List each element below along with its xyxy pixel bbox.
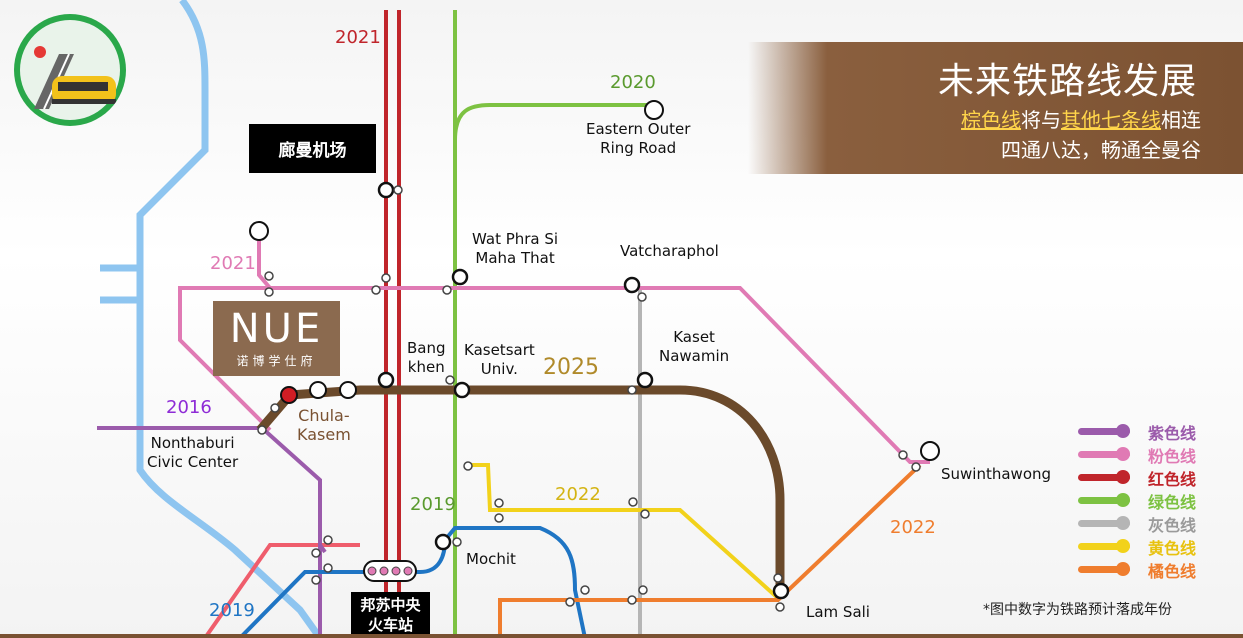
legend-item: 灰色线 (1078, 512, 1218, 535)
pink-line (257, 231, 930, 464)
future-rail-banner: 未来铁路线发展 棕色线将与其他七条线相连 四通八达，畅通全曼谷 (748, 42, 1243, 174)
train-logo-icon (14, 14, 126, 126)
legend-label: 红色线 (1148, 469, 1197, 489)
station-eastern-outer-ring-road: Eastern Outer Ring Road (586, 120, 691, 157)
station-suwinthawong: Suwinthawong (941, 465, 1052, 483)
interchange-markers (377, 181, 790, 600)
legend-label: 黄色线 (1148, 538, 1197, 558)
purple-stub (318, 543, 327, 554)
station-terminal (644, 100, 664, 120)
legend-label: 粉色线 (1148, 446, 1197, 466)
central-station-hub (363, 560, 417, 582)
legend-swatch (1078, 493, 1130, 507)
year-red-line: 2021 (335, 27, 381, 48)
banner-title: 未来铁路线发展 (937, 61, 1197, 102)
legend-item: 粉色线 (1078, 443, 1218, 466)
legend-label: 灰色线 (1148, 515, 1197, 535)
brown-line (256, 385, 785, 598)
year-green-line-low: 2019 (410, 494, 456, 515)
banner-highlight-other-lines: 其他七条线 (1061, 108, 1161, 132)
year-orange-line: 2022 (890, 517, 936, 538)
station-kasetsart-univ: Kasetsart Univ. (464, 341, 535, 378)
station-terminal (309, 381, 327, 399)
station-wat-phra-si-maha-that: Wat Phra Si Maha That (472, 230, 559, 267)
station-vatcharaphol: Vatcharaphol (620, 242, 719, 260)
banner-line-2: 四通八达，畅通全曼谷 (1001, 138, 1201, 162)
year-yellow-line: 2022 (555, 484, 601, 505)
station-kaset-nawamin: Kaset Nawamin (659, 328, 730, 365)
green-branch (453, 103, 654, 141)
legend-swatch (1078, 470, 1130, 484)
banner-highlight-brown-line: 棕色线 (961, 108, 1021, 132)
legend-label: 橘色线 (1148, 561, 1197, 581)
legend-swatch (1078, 424, 1130, 438)
nue-subtitle: 诺博学仕府 (236, 354, 317, 368)
legend-dot (1116, 470, 1130, 484)
station-nue (280, 386, 298, 404)
legend-item: 紫色线 (1078, 420, 1218, 443)
line-legend: 紫色线 粉色线 红色线 绿色线 灰色线 黄色线 橘色线 (1078, 420, 1218, 581)
legend-dot (1116, 447, 1130, 461)
station-chula-kasem: Chula- Kasem (297, 406, 351, 444)
station-terminal (249, 221, 269, 241)
station-lam-sali: Lam Sali (806, 603, 870, 621)
legend-swatch (1078, 562, 1130, 576)
yellow-line (470, 463, 782, 602)
orange-line (498, 463, 922, 638)
station-terminal (920, 441, 940, 461)
legend-label: 紫色线 (1148, 423, 1197, 443)
lightblue-branch (100, 264, 140, 304)
nue-logo: NUE 诺博学仕府 (213, 301, 340, 376)
lightblue-line (136, 0, 323, 638)
station-terminal (339, 381, 357, 399)
airport-label: 廊曼机场 (249, 124, 376, 173)
legend-dot (1116, 516, 1130, 530)
legend-label: 绿色线 (1148, 492, 1197, 512)
legend-swatch (1078, 447, 1130, 461)
salmon-line (203, 543, 360, 638)
purple-line (97, 426, 322, 638)
nue-wordmark: NUE (229, 306, 324, 352)
blue-line (238, 526, 587, 638)
legend-dot (1116, 424, 1130, 438)
legend-item: 红色线 (1078, 466, 1218, 489)
legend-dot (1116, 539, 1130, 553)
bottom-bar (0, 634, 1243, 638)
legend-swatch (1078, 516, 1130, 530)
station-nonthaburi-civic-center: Nonthaburi Civic Center (147, 434, 239, 471)
year-blue-line: 2019 (209, 600, 255, 621)
legend-dot (1116, 493, 1130, 507)
legend-item: 黄色线 (1078, 535, 1218, 558)
banner-text: 将与 (1021, 108, 1061, 132)
year-green-line: 2020 (610, 72, 656, 93)
central-station-text: 邦苏中央火车站 (360, 596, 421, 634)
footnote: *图中数字为铁路预计落成年份 (983, 602, 1172, 618)
year-pink-line: 2021 (210, 253, 256, 274)
year-brown-line: 2025 (543, 355, 599, 380)
station-bang-khen: Bang khen (407, 339, 446, 376)
transfer-dots (257, 185, 921, 612)
legend-item: 绿色线 (1078, 489, 1218, 512)
banner-line-1: 棕色线将与其他七条线相连 (961, 104, 1201, 133)
year-purple-line: 2016 (166, 397, 212, 418)
station-mochit: Mochit (466, 550, 516, 568)
pink-west (178, 286, 272, 432)
central-station-label: 邦苏中央火车站 (351, 592, 430, 638)
banner-text: 相连 (1161, 108, 1201, 132)
legend-swatch (1078, 539, 1130, 553)
legend-dot (1116, 562, 1130, 576)
legend-item: 橘色线 (1078, 558, 1218, 581)
